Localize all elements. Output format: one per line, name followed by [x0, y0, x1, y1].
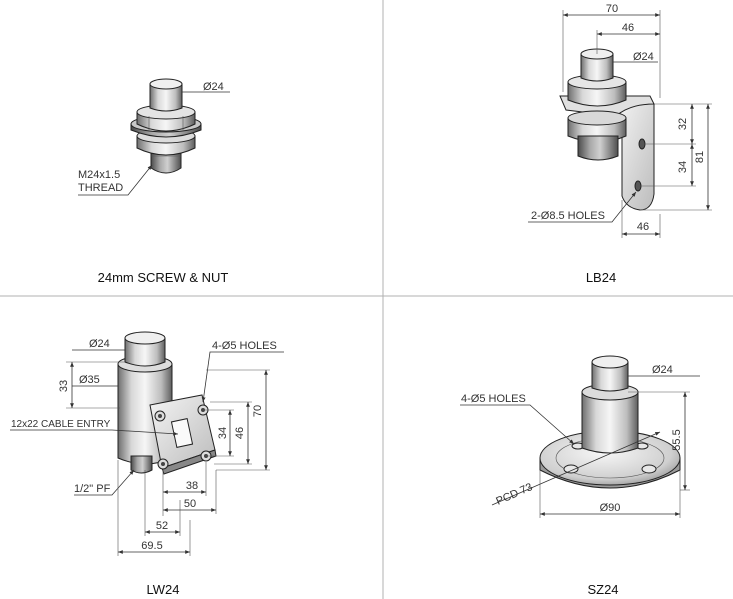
dim-46-lw: 46: [234, 427, 246, 439]
pcd-leader: [491, 431, 661, 506]
dim-dia24-lb: Ø24: [633, 51, 654, 63]
panel-title-sz24: SZ24: [587, 582, 618, 597]
dim-50: 50: [184, 498, 196, 510]
dim-dia24-lw: Ø24: [89, 338, 110, 350]
dim-69-5: 69.5: [141, 540, 162, 552]
dim-70: 70: [606, 3, 618, 15]
dim-dia35: Ø35: [79, 374, 100, 386]
screw-nut-drawing: [130, 78, 202, 174]
dim-32: 32: [677, 118, 689, 130]
thread-label-line1: M24x1.5: [78, 169, 120, 181]
dim-52: 52: [156, 520, 168, 532]
sz24-drawing: [539, 355, 681, 489]
holes-label-sz: 4-Ø5 HOLES: [461, 393, 526, 405]
panel-lb24: 70 46 Ø24 32 34 81 2-Ø8.5 HOLES 46 LB24: [528, 3, 712, 285]
panel-title-lb24: LB24: [586, 270, 616, 285]
pcd-label: PCD 73: [494, 481, 534, 508]
dim-dia24: Ø24: [203, 81, 224, 93]
dim-70-lw: 70: [252, 405, 264, 417]
dim-81: 81: [694, 151, 706, 163]
lw24-drawing: [117, 331, 217, 475]
holes-label-lb: 2-Ø8.5 HOLES: [531, 210, 605, 222]
panel-title-screw-nut: 24mm SCREW & NUT: [98, 270, 229, 285]
holes-leader-sz: [460, 404, 575, 445]
panel-screw-nut: Ø24 M24x1.5 THREAD 24mm SCREW & NUT: [78, 78, 230, 285]
dim-34-lw: 34: [217, 427, 229, 439]
dim-dia24-sz: Ø24: [652, 364, 673, 376]
cable-entry-label: 12x22 CABLE ENTRY: [11, 419, 111, 430]
panel-sz24: Ø24 55.5 4-Ø5 HOLES PCD 73 Ø90 SZ24: [460, 355, 700, 597]
dim-46-bottom: 46: [637, 221, 649, 233]
lb24-drawing: [559, 48, 655, 211]
dim-33: 33: [58, 380, 70, 392]
dim-46-top: 46: [622, 22, 634, 34]
holes-leader-lb: [528, 191, 637, 223]
holes-label-lw: 4-Ø5 HOLES: [212, 340, 277, 352]
pf-label: 1/2" PF: [74, 483, 111, 495]
panel-lw24: Ø24 Ø35 33 4-Ø5 HOLES 12x22 CABLE ENTRY …: [10, 331, 284, 597]
panel-title-lw24: LW24: [147, 582, 180, 597]
dim-55-5: 55.5: [671, 429, 683, 450]
thread-leader: [78, 164, 153, 196]
dim-34: 34: [677, 161, 689, 173]
dim-dia90: Ø90: [600, 502, 621, 514]
thread-label-line2: THREAD: [78, 182, 123, 194]
cable-entry-leader: [10, 429, 179, 436]
dim-38: 38: [186, 480, 198, 492]
holes-leader-lw: [201, 351, 284, 403]
pf-leader: [74, 469, 135, 496]
